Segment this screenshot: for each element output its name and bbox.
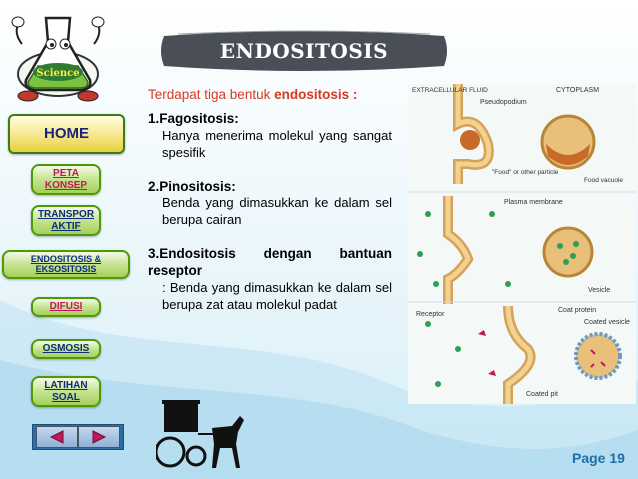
home-button[interactable]: HOME [8, 114, 125, 154]
peta-konsep-button[interactable]: PETA KONSEP [31, 164, 101, 195]
intro-text: Terdapat tiga bentuk endositosis : [148, 87, 358, 102]
pseudopodium-label: Pseudopodium [480, 99, 527, 106]
receptor-label: Receptor [416, 311, 445, 318]
latihan-soal-button[interactable]: LATIHAN SOAL [31, 376, 101, 407]
next-slide-button[interactable] [78, 426, 120, 448]
horse-carriage-illustration [156, 400, 244, 468]
slide-content: Terdapat tiga bentuk endositosis : 1.Fag… [148, 86, 392, 330]
coated-pit-label: Coated pit [526, 391, 558, 398]
coated-vesicle-label: Coated vesicle [584, 319, 630, 326]
previous-slide-button[interactable] [36, 426, 78, 448]
triangle-right-icon [92, 430, 107, 444]
extracellular-label: EXTRACELLULAR FLUID [412, 87, 488, 94]
food-vacuole-label: Food vacuole [584, 177, 623, 184]
list-item: 1.Fagositosis:Hanya menerima molekul yan… [148, 111, 392, 160]
transpor-aktif-button[interactable]: TRANSPOR AKTIF [31, 205, 101, 236]
endositosis-eksositosis-button[interactable]: ENDOSITOSIS & EKSOSITOSIS [2, 250, 130, 279]
endocytosis-diagram: EXTRACELLULAR FLUID CYTOPLASM Pseudopodi… [408, 84, 636, 404]
coat-protein-label: Coat protein [558, 307, 596, 314]
difusi-button[interactable]: DIFUSI [31, 297, 101, 317]
vesicle-label: Vesicle [588, 287, 610, 294]
science-flask-logo: Science [11, 16, 105, 102]
title-banner [161, 30, 447, 71]
cytoplasm-label: CYTOPLASM [556, 87, 599, 94]
slide-navigation [32, 424, 124, 450]
triangle-left-icon [49, 430, 64, 444]
svg-text:Science: Science [36, 68, 79, 79]
sidebar-nav: Science HOME PETA KONSEP TRANSPOR AKTIF … [0, 0, 132, 479]
plasma-membrane-label: Plasma membrane [504, 199, 563, 206]
osmosis-button[interactable]: OSMOSIS [31, 339, 101, 359]
page-number: Page 19 [572, 450, 625, 466]
list-item: 3.Endositosis dengan bantuan reseptor : … [148, 245, 392, 312]
slide-title: ENDOSITOSIS [219, 39, 389, 63]
food-label: "Food" or other particle [492, 169, 559, 176]
list-item: 2.Pinositosis:Benda yang dimasukkan ke d… [148, 178, 392, 227]
